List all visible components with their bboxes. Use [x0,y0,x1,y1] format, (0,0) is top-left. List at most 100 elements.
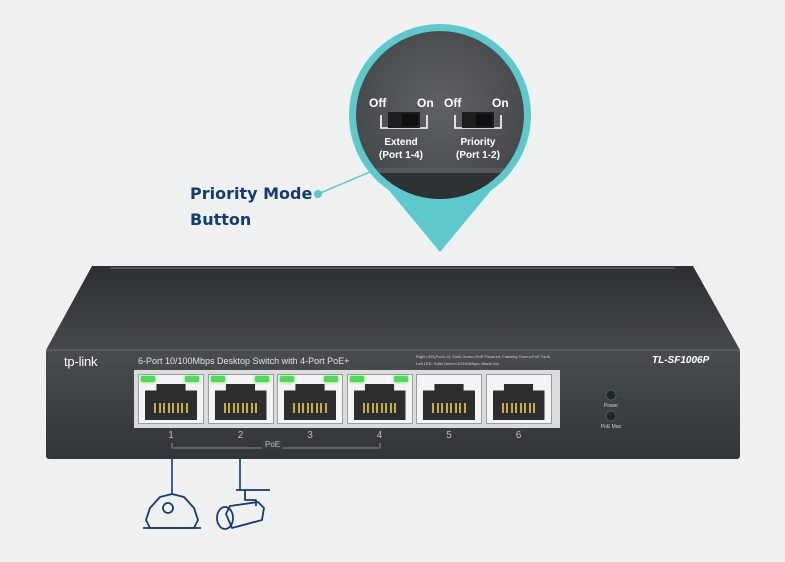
port-led-right [324,376,338,382]
port-number-label: 1 [168,430,174,441]
port-pin [237,403,239,413]
priority-on-label: On [492,96,509,110]
port-pin [297,403,300,413]
port-led-left [141,376,155,382]
port-pin [293,403,295,413]
poe-max-led-label: PoE Max [600,424,622,430]
port-number-label: 3 [307,430,313,441]
ethernet-port-6[interactable] [485,374,552,424]
port-pin [533,403,535,413]
extend-ports: (Port 1-4) [379,150,423,161]
port-pin [302,403,304,413]
port-pin [454,403,457,413]
port-number-label: 6 [515,430,522,441]
port-jack [145,384,197,420]
port-pin [241,403,244,413]
port-pin [154,403,156,413]
power-led [605,389,617,401]
ethernet-port-5[interactable] [416,374,482,424]
port-pin [176,403,179,413]
poe-group-label: PoE [262,440,284,449]
port-jack [423,384,475,420]
port-pin [432,403,434,413]
port-pin [250,403,253,413]
port-jack [353,384,406,420]
switch-top [46,266,740,350]
ethernet-port-3[interactable] [277,374,343,424]
port-pin [167,403,170,413]
poe-max-led [605,410,617,422]
port-pin [311,403,313,413]
port-led-right [254,376,269,382]
port-jack [284,384,336,420]
port-pin [441,403,443,413]
port-pin [172,403,174,413]
port-jack [492,384,545,420]
extend-switch [380,112,428,129]
port-pin [246,403,248,413]
port-pin [228,403,230,413]
port-pin [445,403,448,413]
callout-dot [314,190,322,198]
port-pin [255,403,257,413]
model-number: TL-SF1006P [652,355,710,366]
port-pin [501,403,504,413]
port-pin [528,403,531,413]
port-pin [158,403,161,413]
port-jack [214,384,267,420]
led-legend-1: Right LED(Port1-4): Solid Green=PoE Powe… [416,354,550,359]
bullet-camera-icon [216,489,270,530]
ethernet-port-4[interactable] [346,374,413,424]
port-pin [519,403,522,413]
port-pin [506,403,508,413]
port-led-right [185,376,199,382]
port-pin [181,403,183,413]
port-pin [376,403,378,413]
power-led-label: Power [603,403,619,409]
port-pin [315,403,318,413]
port-pin [459,403,461,413]
priority-label: Priority (Port 1-2) [445,136,511,162]
port-pin [463,403,466,413]
port-pin [371,403,374,413]
priority-name: Priority [460,137,496,148]
port-pin [524,403,526,413]
priority-off-label: Off [444,96,462,110]
port-pin [367,403,369,413]
extend-on-label: On [417,96,434,110]
port-pin [232,403,235,413]
port-pin [324,403,327,413]
callout-title: Priority Mode [190,184,313,203]
port-pin [306,403,309,413]
port-pin [436,403,439,413]
port-pin [450,403,452,413]
port-led-left [349,376,364,382]
ethernet-port-2[interactable] [207,374,274,424]
ethernet-port-1[interactable] [138,374,204,424]
zoom-lens [356,31,524,199]
port-pin [515,403,517,413]
port-pin [223,403,226,413]
port-number-label: 5 [446,430,452,441]
port-number-label: 4 [376,430,383,441]
led-legend-2: Left LED: Solid Green=10/100Mbps, Blank=… [416,361,499,366]
callout-subtitle: Button [190,210,252,229]
port-pin [320,403,322,413]
port-pin [163,403,165,413]
port-led-left [210,376,225,382]
brand-logo: tp-link [64,354,98,369]
device-description: 6-Port 10/100Mbps Desktop Switch with 4-… [138,356,350,366]
extend-label: Extend (Port 1-4) [368,136,434,162]
port-number-label: 2 [237,430,244,441]
port-pin [389,403,392,413]
extend-name: Extend [384,137,418,148]
port-pin [394,403,396,413]
port-pin [185,403,188,413]
extend-off-label: Off [369,96,387,110]
priority-switch [454,112,502,129]
port-pin [385,403,387,413]
dome-camera-icon [143,493,201,529]
port-led-right [393,376,408,382]
priority-ports: (Port 1-2) [456,150,500,161]
